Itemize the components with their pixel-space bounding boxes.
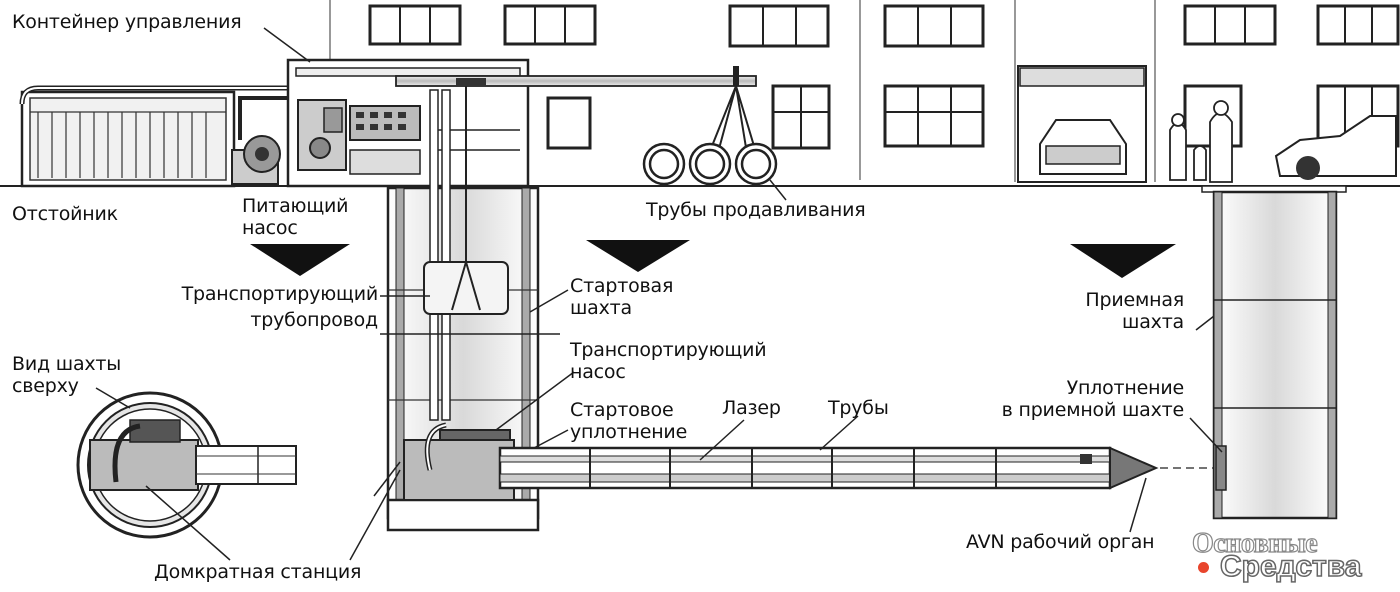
- label-start-seal-1: Стартовое: [570, 399, 674, 421]
- label-receiving-shaft-1: Приемная: [1085, 289, 1184, 311]
- label-start-shaft-2: шахта: [570, 297, 632, 319]
- label-transport-pipeline-1: Транспортирующий: [181, 283, 379, 305]
- logo-dot: [1198, 562, 1209, 573]
- receiving-shaft: [1201, 185, 1347, 520]
- label-top-view-2: сверху: [12, 375, 79, 397]
- label-control-container: Контейнер управления: [12, 11, 242, 33]
- label-laser: Лазер: [722, 397, 781, 419]
- label-top-view-1: Вид шахты: [12, 353, 122, 375]
- label-settling-tank: Отстойник: [12, 203, 118, 225]
- label-receiving-shaft-2: шахта: [1122, 311, 1184, 333]
- label-receiving-seal-1: Уплотнение: [1066, 377, 1185, 399]
- label-pipes: Трубы: [828, 397, 889, 419]
- label-feed-pump-1: Питающий: [242, 195, 349, 217]
- feed-pump: [231, 96, 290, 185]
- label-transport-pump-1: Транспортирующий: [570, 339, 767, 361]
- label-transport-pipeline-2: трубопровод: [250, 309, 378, 331]
- jacking-pipes-stack: [642, 142, 778, 186]
- osnovnye-sredstva-logo: Основные Средства: [1191, 527, 1392, 588]
- logo-line1: Основные: [1191, 527, 1318, 559]
- shaft-top-view: [76, 391, 297, 539]
- soil-arrows: [250, 240, 1176, 278]
- label-start-seal-2: уплотнение: [570, 421, 688, 443]
- label-jacking-pipes: Трубы продавливания: [646, 199, 866, 221]
- tunnel-pipe: [498, 446, 1240, 490]
- label-feed-pump-2: насос: [242, 217, 298, 239]
- settling-tank: [19, 85, 290, 188]
- label-avn-head: AVN рабочий орган: [966, 531, 1155, 553]
- label-jack-station: Домкратная станция: [154, 561, 362, 583]
- surface-vehicles: [1039, 100, 1397, 183]
- label-transport-pump-2: насос: [570, 361, 626, 383]
- label-receiving-seal-2: в приемной шахте: [1001, 399, 1185, 421]
- leader-lines: [95, 27, 1223, 561]
- logo-line2: Средства: [1219, 549, 1362, 584]
- label-start-shaft-1: Стартовая: [570, 275, 674, 297]
- crane-beam: [395, 66, 761, 167]
